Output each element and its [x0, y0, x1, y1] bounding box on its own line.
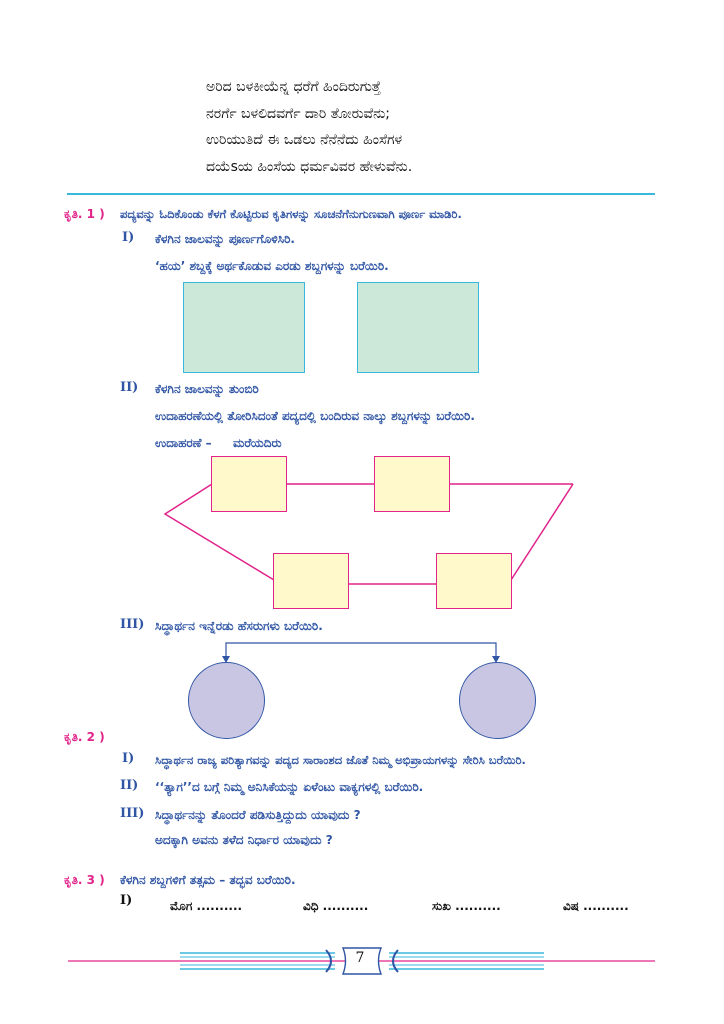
question-subtext: ‘ಹಯ’ ಶಬ್ದಕ್ಕೆ ಅರ್ಥಕೊಡುವ ಎರಡು ಶಬ್ದಗಳನ್ನು …: [155, 259, 389, 273]
answer-box[interactable]: [211, 456, 287, 512]
question-number: III): [120, 617, 145, 632]
kruti-2-label: ಕೃತಿ. 2 ): [64, 730, 105, 744]
poem-line: ದಯೆsಯ ಹಿಂಸೆಯ ಧರ್ಮವಿವರ ಹೇಳುವೆನು.: [206, 158, 413, 175]
question-text: ಸಿದ್ಧಾರ್ಥನನ್ನು ತೊಂದರೆ ಪಡಿಸುತ್ತಿದ್ದುದು ಯಾ…: [155, 808, 361, 822]
question-number: II): [120, 380, 139, 395]
word-blank: ಮೊಗ ..........: [170, 899, 243, 913]
question-text: ಸಿದ್ಧಾರ್ಥನ ರಾಜ್ಯ ಪರಿತ್ಯಾಗವನ್ನು ಪದ್ಯದ ಸಾರ…: [155, 753, 526, 767]
word-blank: ಸುಖ ..........: [432, 899, 501, 913]
answer-circle[interactable]: [188, 662, 265, 739]
word-blank: ವಿಷ ..........: [563, 899, 629, 913]
question-text: ಸಿದ್ಧಾರ್ಥನ ಇನ್ನೆರಡು ಹೆಸರುಗಳು ಬರೆಯಿರಿ.: [155, 619, 323, 633]
word-blank: ವಿಧಿ ..........: [303, 899, 369, 913]
page-number: 7: [355, 950, 365, 966]
kruti-1-label: ಕೃತಿ. 1 ): [64, 207, 105, 221]
question-text: ಕೆಳಗಿನ ಜಾಲವನ್ನು ಪೂರ್ಣಗೊಳಿಸಿರಿ.: [155, 232, 295, 246]
kruti-1-instruction: ಪದ್ಯವನ್ನು ಓದಿಕೊಂಡು ಕೆಳಗೆ ಕೊಟ್ಟಿರುವ ಕೃತಿಗ…: [120, 207, 462, 221]
question-subtext: ಉದಾಹರಣೆಯಲ್ಲಿ ತೋರಿಸಿದಂತೆ ಪದ್ಯದಲ್ಲಿ ಬಂದಿರು…: [155, 409, 475, 423]
answer-box[interactable]: [183, 282, 305, 373]
poem-stanza: ಅರಿದ ಬಳಕೀಯೆನ್ನ ಧರೆಗೆ ಹಿಂದಿರುಗುತ್ತೆ ನರರ್ಗ…: [206, 74, 412, 180]
answer-box[interactable]: [357, 282, 479, 373]
answer-box[interactable]: [273, 553, 349, 609]
question-number: I): [122, 230, 135, 245]
section-divider: [67, 193, 655, 195]
example-label: ಉದಾಹರಣೆ –: [155, 436, 212, 450]
poem-line: ನರರ್ಗೆ ಬಳಲಿದವರ್ಗೆ ದಾರಿ ತೋರುವೆನು;: [206, 105, 391, 122]
question-text: ಕೆಳಗಿನ ಜಾಲವನ್ನು ತುಂಬಿರಿ: [155, 382, 259, 396]
question-number: I): [120, 893, 133, 908]
poem-line: ಅರಿದ ಬಳಕೀಯೆನ್ನ ಧರೆಗೆ ಹಿಂದಿರುಗುತ್ತೆ: [206, 79, 381, 95]
question-text: ‘‘ತ್ಯಾಗ’’ದ ಬಗ್ಗೆ ನಿಮ್ಮ ಅನಿಸಿಕೆಯನ್ನು ಏಳೆಂ…: [155, 780, 424, 794]
answer-box[interactable]: [374, 456, 450, 512]
question-number: I): [122, 751, 135, 766]
question-number: II): [120, 778, 139, 793]
answer-circle[interactable]: [459, 662, 536, 739]
answer-box[interactable]: [436, 553, 512, 609]
kruti-3-label: ಕೃತಿ. 3 ): [64, 873, 105, 887]
question-text: ಅದಕ್ಕಾಗಿ ಅವನು ತಳೆದ ನಿರ್ಧಾರ ಯಾವುದು ?: [155, 833, 333, 847]
kruti-3-instruction: ಕೆಳಗಿನ ಶಬ್ದಗಳಿಗೆ ತತ್ಸಮ – ತದ್ಭವ ಬರೆಯಿರಿ.: [120, 873, 296, 887]
poem-line: ಉರಿಯುತಿದೆ ಈ ಒಡಲು ನೆನೆನೆದು ಹಿಂಸೆಗಳ: [206, 132, 403, 148]
example-word: ಮರೆಯದಿರು: [233, 436, 282, 450]
question-number: III): [120, 806, 145, 821]
